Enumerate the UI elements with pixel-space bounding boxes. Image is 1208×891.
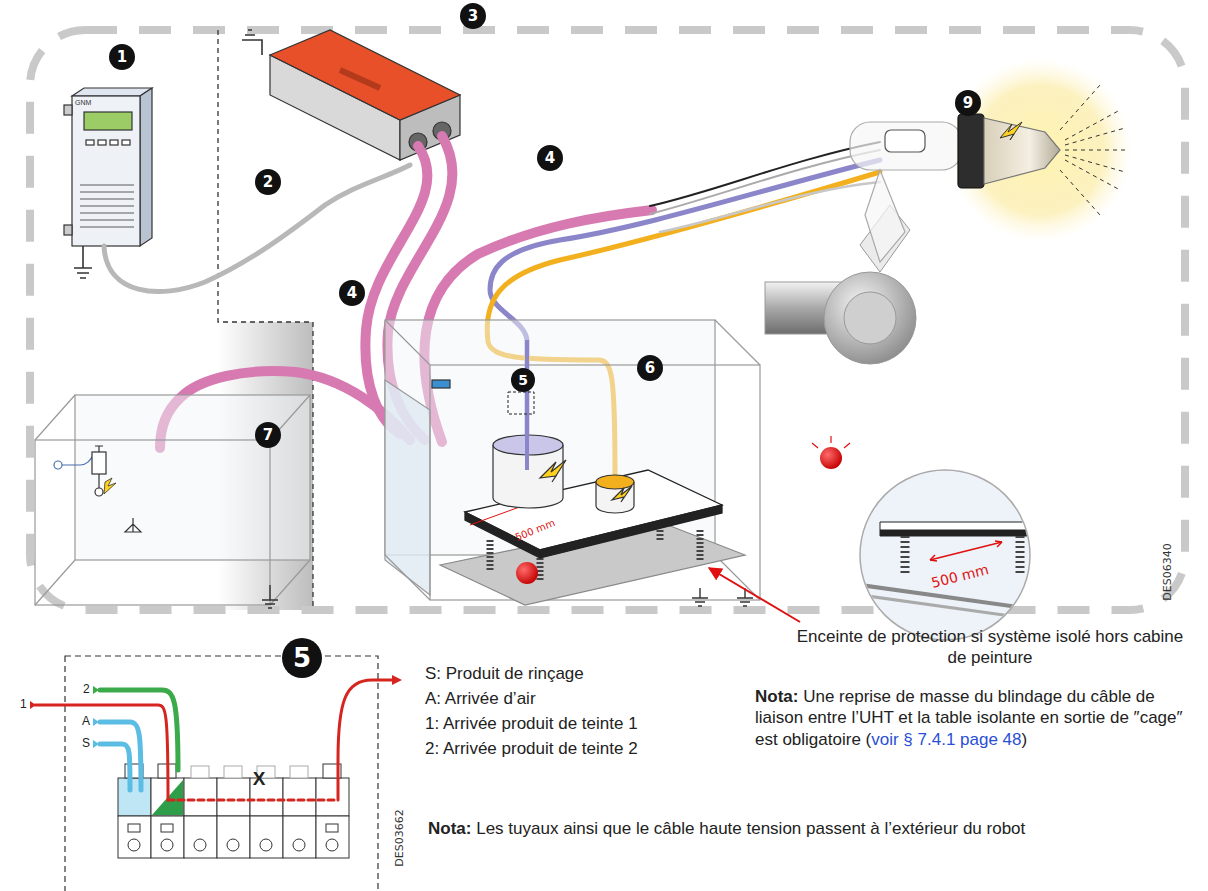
control-unit <box>64 88 152 278</box>
detail-frame <box>508 392 534 414</box>
callout-number: 4 <box>537 145 563 171</box>
legend-text: 1: Arrivée produit de teinte 1 <box>425 714 638 734</box>
callout-number: 5 <box>282 638 322 678</box>
spray-glow <box>948 58 1132 242</box>
note-paragraph: Nota: Une reprise de masse du blindage d… <box>755 686 1193 750</box>
red-lamp <box>516 562 538 584</box>
port-name: 2 <box>83 682 90 696</box>
callout-number: 6 <box>637 355 663 381</box>
callout-number: 1 <box>109 44 135 70</box>
spark-symbol <box>1000 122 1022 140</box>
legend-text: 2: Arrivée produit de teinte 2 <box>425 739 638 759</box>
legend-text: S: Produit de rinçage <box>425 664 584 684</box>
cross-reference: voir § 7.4.1 page 48 <box>871 730 1021 749</box>
insulated-tanks <box>493 340 634 513</box>
note-heading: Nota: <box>428 819 471 838</box>
callout-number: 3 <box>460 3 486 29</box>
dimension: 500 mm <box>514 517 557 543</box>
callout-number: 2 <box>255 169 281 195</box>
paint-tank-box <box>35 395 310 608</box>
dimension: 500 mm <box>930 561 991 591</box>
note-text: ) <box>1022 730 1028 749</box>
brand-text: GNM <box>75 99 91 106</box>
port-name: 1 <box>20 697 27 711</box>
low-voltage-cable <box>104 165 410 292</box>
protection-cage <box>385 320 760 606</box>
annotation-text: Enceinte de protection si système isolé … <box>790 626 1190 669</box>
closed-valve-mark: X <box>253 768 266 790</box>
zone-border <box>30 30 1185 610</box>
note-paragraph: Nota: Les tuyaux ainsi que le câble haut… <box>428 818 1128 839</box>
callout-number: 4 <box>339 280 365 306</box>
port-name: A <box>82 714 90 728</box>
zoom-detail <box>812 436 1040 640</box>
note-text: Les tuyaux ainsi que le câble haute tens… <box>476 819 1025 838</box>
color-changer-detail <box>30 656 402 891</box>
figure-reference: DES03662 <box>393 809 406 866</box>
callout-number: 5 <box>511 368 535 392</box>
callout-number: 7 <box>255 422 281 448</box>
high-voltage-unit <box>242 30 460 160</box>
spray-gun <box>850 114 1060 262</box>
callout-number: 9 <box>955 90 981 116</box>
legend-text: A: Arrivée d’air <box>425 689 536 709</box>
port-name: S <box>82 736 90 750</box>
figure-reference: DES06340 <box>1161 543 1174 600</box>
pointer-arrow <box>709 568 800 622</box>
note-heading: Nota: <box>755 687 798 706</box>
